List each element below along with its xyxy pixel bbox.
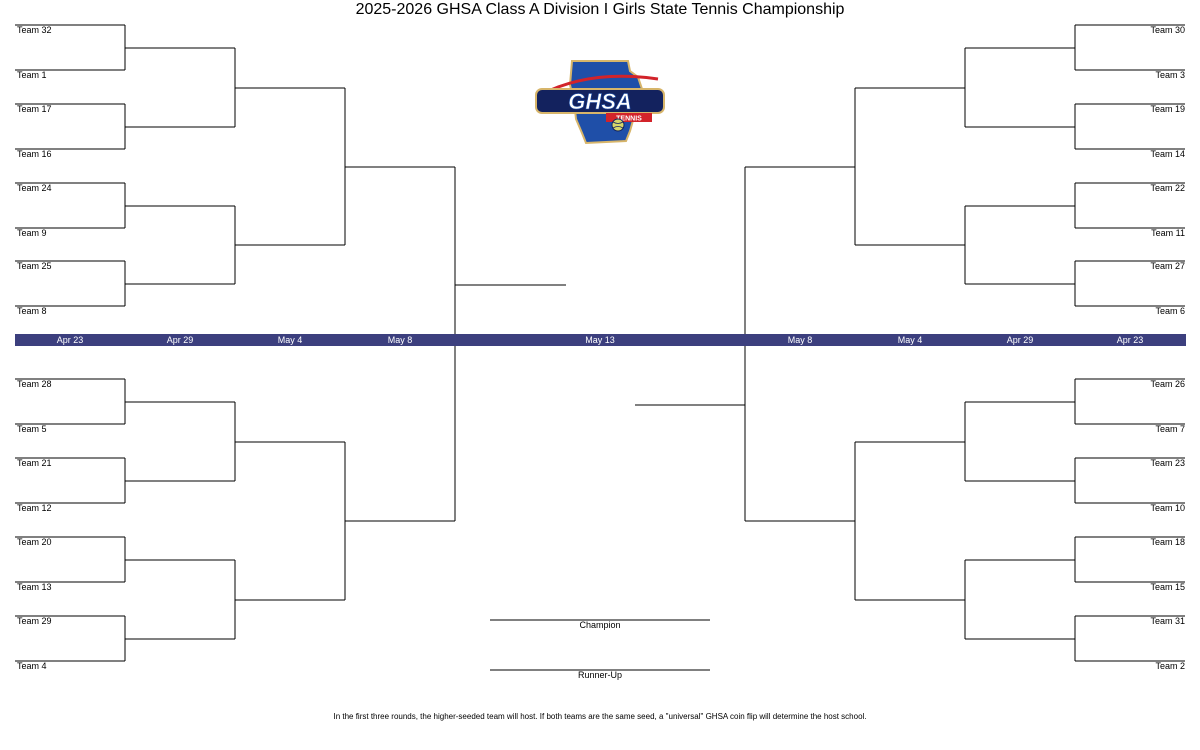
team-label-right-top-8: Team 6 (1155, 306, 1185, 316)
team-label-right-bottom-7: Team 31 (1150, 616, 1185, 626)
team-label-right-bottom-4: Team 10 (1150, 503, 1185, 513)
logo-subtext: TENNIS (616, 116, 642, 123)
team-label-right-bottom-6: Team 15 (1150, 582, 1185, 592)
team-label-left-bottom-3: Team 21 (17, 458, 52, 468)
team-label-left-bottom-1: Team 28 (17, 379, 52, 389)
team-label-left-top-4: Team 16 (17, 149, 52, 159)
round-date-may8-right: May 8 (787, 335, 813, 345)
champion-label: Champion (579, 620, 621, 630)
hosting-footnote: In the first three rounds, the higher-se… (333, 712, 867, 721)
team-label-left-top-1: Team 32 (17, 25, 52, 35)
round-date-apr29-right: Apr 29 (1006, 335, 1034, 345)
team-label-left-top-2: Team 1 (17, 70, 47, 80)
round-date-apr23-left: Apr 23 (56, 335, 84, 345)
team-label-right-top-5: Team 22 (1150, 183, 1185, 193)
team-label-left-bottom-4: Team 12 (17, 503, 52, 513)
tennis-ball-icon (611, 118, 625, 132)
page-title: 2025-2026 GHSA Class A Division I Girls … (355, 1, 845, 18)
team-label-right-top-7: Team 27 (1150, 261, 1185, 271)
team-label-right-top-4: Team 14 (1150, 149, 1185, 159)
team-label-right-bottom-1: Team 26 (1150, 379, 1185, 389)
logo-text: GHSA (568, 89, 632, 114)
team-label-left-bottom-7: Team 29 (17, 616, 52, 626)
team-label-right-top-1: Team 30 (1150, 25, 1185, 35)
round-date-apr23-right: Apr 23 (1116, 335, 1144, 345)
team-label-right-bottom-5: Team 18 (1150, 537, 1185, 547)
round-date-may4-right: May 4 (897, 335, 923, 345)
team-label-left-top-8: Team 8 (17, 306, 47, 316)
team-label-right-bottom-2: Team 7 (1155, 424, 1185, 434)
team-label-left-bottom-5: Team 20 (17, 537, 52, 547)
round-date-may4-left: May 4 (277, 335, 303, 345)
round-date-may8-left: May 8 (387, 335, 413, 345)
runner-up-label: Runner-Up (577, 670, 623, 680)
team-label-right-top-3: Team 19 (1150, 104, 1185, 114)
team-label-right-top-6: Team 11 (1151, 228, 1185, 238)
team-label-left-top-7: Team 25 (17, 261, 52, 271)
team-label-right-bottom-3: Team 23 (1150, 458, 1185, 468)
round-date-bar: Apr 23 Apr 29 May 4 May 8 May 13 May 8 M… (15, 334, 1186, 346)
round-date-may13-final: May 13 (585, 335, 615, 345)
team-label-right-bottom-8: Team 2 (1155, 661, 1185, 671)
team-label-right-top-2: Team 3 (1155, 70, 1185, 80)
ghsa-tennis-logo: GHSA TENNIS (535, 60, 665, 145)
team-label-left-bottom-6: Team 13 (17, 582, 52, 592)
team-label-left-bottom-8: Team 4 (17, 661, 47, 671)
round-date-apr29-left: Apr 29 (166, 335, 194, 345)
team-label-left-top-6: Team 9 (17, 228, 47, 238)
team-label-left-top-3: Team 17 (17, 104, 52, 114)
team-label-left-bottom-2: Team 5 (17, 424, 47, 434)
team-label-left-top-5: Team 24 (17, 183, 52, 193)
